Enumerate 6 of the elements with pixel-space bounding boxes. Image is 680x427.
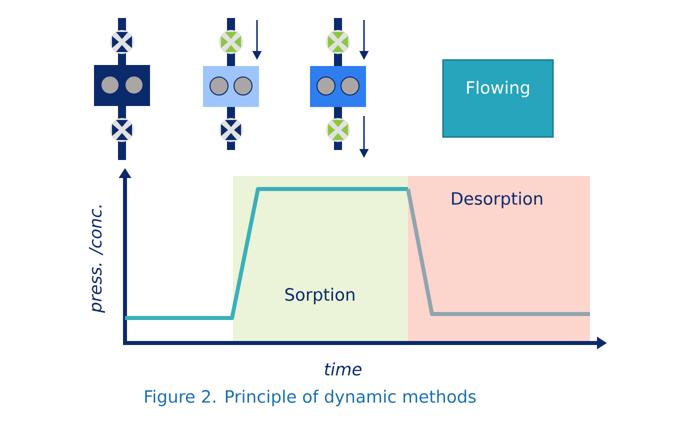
phase-band: Desorption — [408, 176, 590, 343]
axis-label: time — [324, 362, 362, 376]
phase-band: Sorption — [233, 176, 408, 343]
process-box: Flowing — [442, 59, 554, 138]
caption: Figure 2. Principle of dynamic methods — [145, 390, 476, 406]
axis-label: press. /conc. — [89, 205, 105, 313]
